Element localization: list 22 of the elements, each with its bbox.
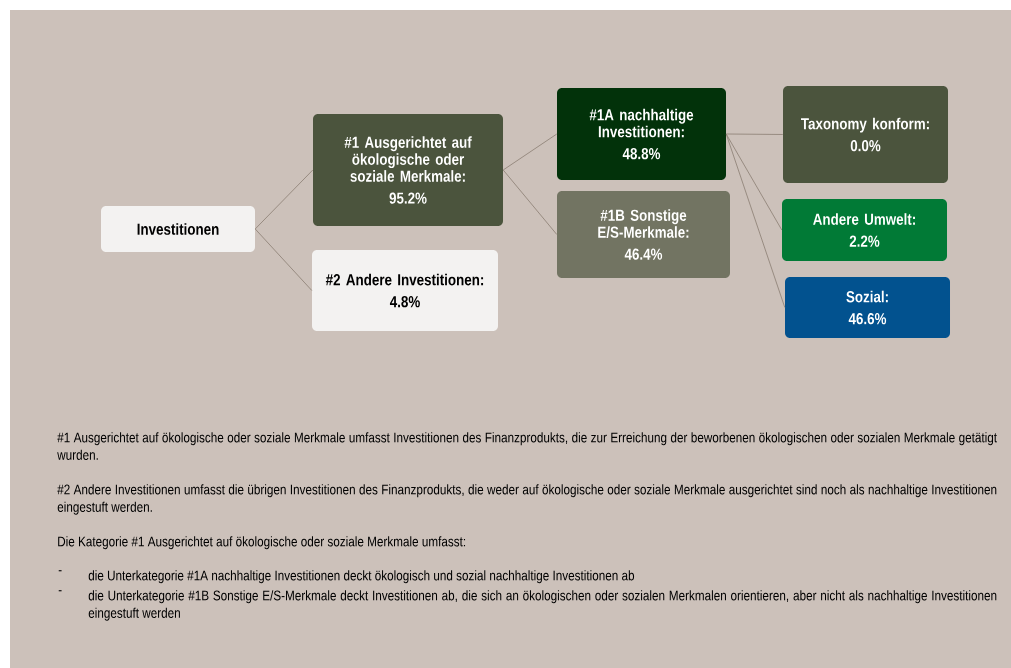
bullet-mark: - — [58, 590, 62, 592]
list-item: die Unterkategorie #1A nachhaltige Investitionen deckt ökologisch und sozial nachhaltige Investitionen ab — [88, 570, 635, 584]
connector-line — [725, 133, 786, 308]
category-box: Investitionen — [101, 206, 255, 252]
note-paragraph: #1 Ausgerichtet auf ökologische oder soziale Merkmale umfasst Investitionen des Finanzprodukts, die zur Erreichung der beworbenen ökologischen oder sozialen Merkmale getätigt wurden. — [57, 432, 997, 460]
category-box: Taxonomy konform: 0.0% — [783, 86, 948, 183]
category-box: #2 Andere Investitionen: 4.8% — [312, 250, 498, 331]
connector-line — [502, 169, 558, 235]
connector-line — [254, 169, 314, 230]
category-box: #1B Sonstige E/S-Merkmale: 46.4% — [557, 191, 730, 278]
list-item: die Unterkategorie #1B Sonstige E/S-Merkmale deckt Investitionen ab, die sich an ökologischen oder sozialen Merkmalen orientieren, aber nicht als nachhaltige Investitionen eingestuft werden — [88, 590, 997, 621]
connector-line — [725, 133, 784, 135]
connector-line — [502, 133, 558, 171]
category-box: #1A nachhaltige Investitionen: 48.8% — [557, 88, 726, 180]
connector-line — [725, 133, 783, 231]
note-paragraph: Die Kategorie #1 Ausgerichtet auf ökologische oder soziale Merkmale umfasst: — [58, 536, 466, 550]
connector-line — [254, 228, 313, 291]
category-box: Sozial: 46.6% — [785, 277, 950, 338]
bullet-mark: - — [58, 570, 62, 572]
category-box: Andere Umwelt: 2.2% — [782, 199, 947, 261]
note-paragraph: #2 Andere Investitionen umfasst die übrigen Investitionen des Finanzprodukts, die weder auf ökologische oder soziale Merkmale ausgerichtet sind noch als nachhaltige Investitionen eingestuft werden. — [57, 484, 997, 515]
category-box: #1 Ausgerichtet auf ökologische oder soziale Merkmale: 95.2% — [313, 114, 503, 226]
